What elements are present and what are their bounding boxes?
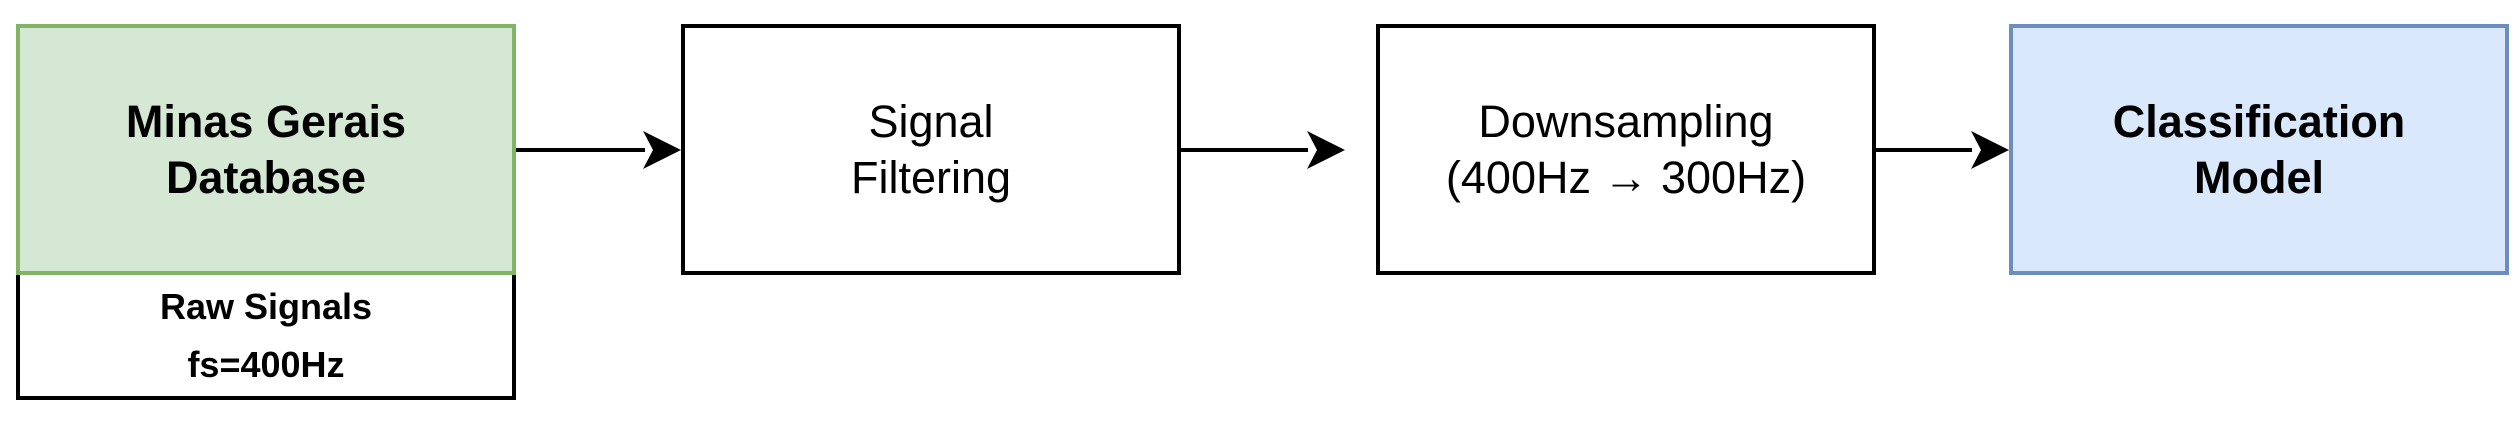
filtering-label-line2: Filtering <box>850 151 1012 203</box>
raw-signals-label-line1: Raw Signals <box>159 285 373 327</box>
arrow-filtering-to-downsampling <box>1181 131 1345 169</box>
model-label-line1: Classification <box>2112 95 2406 147</box>
arrow-database-to-filtering <box>516 131 681 169</box>
raw-signals-label-line2: fs=400Hz <box>187 343 345 385</box>
filtering-label-line1: Signal <box>868 95 994 147</box>
downsampling-box: Downsampling (400Hz → 300Hz) <box>1376 24 1876 275</box>
raw-signals-box: Raw Signals fs=400Hz <box>16 275 516 400</box>
downsampling-label-line2: (400Hz → 300Hz) <box>1445 151 1807 203</box>
signal-filtering-box: Signal Filtering <box>681 24 1181 275</box>
downsampling-label-line1: Downsampling <box>1478 95 1774 147</box>
arrow-downsampling-to-model <box>1876 131 2009 169</box>
database-label-line1: Minas Gerais <box>125 95 407 147</box>
database-label-line2: Database <box>165 151 367 203</box>
model-label-line2: Model <box>2194 151 2324 203</box>
classification-model-box: Classification Model <box>2009 24 2509 275</box>
minas-gerais-database-box: Minas Gerais Database <box>16 24 516 275</box>
